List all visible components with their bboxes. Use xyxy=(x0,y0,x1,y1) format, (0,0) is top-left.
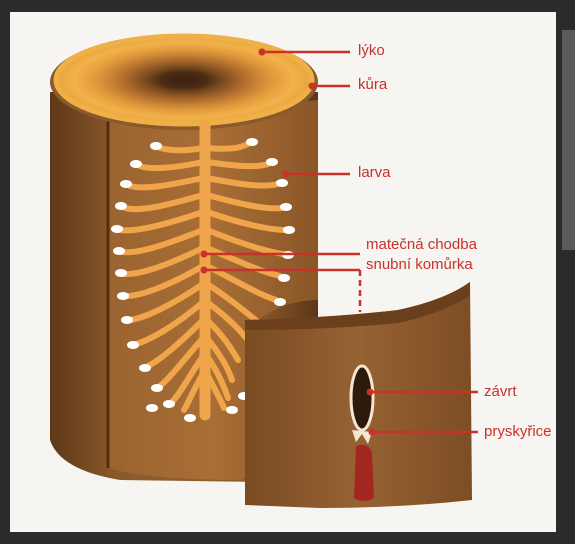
label-larva: larva xyxy=(358,164,391,182)
label-kura: kůra xyxy=(358,76,387,94)
label-zavrt: závrt xyxy=(484,383,517,401)
bore-hole xyxy=(351,366,373,430)
resin-flow xyxy=(354,445,374,501)
label-matecna-chodba: matečná chodba xyxy=(366,236,477,254)
adjacent-page-edge xyxy=(562,30,575,250)
label-pryskyrice: pryskyřice xyxy=(484,423,552,441)
label-lyko: lýko xyxy=(358,42,385,60)
label-snubni-komurka: snubní komůrka xyxy=(366,256,473,274)
